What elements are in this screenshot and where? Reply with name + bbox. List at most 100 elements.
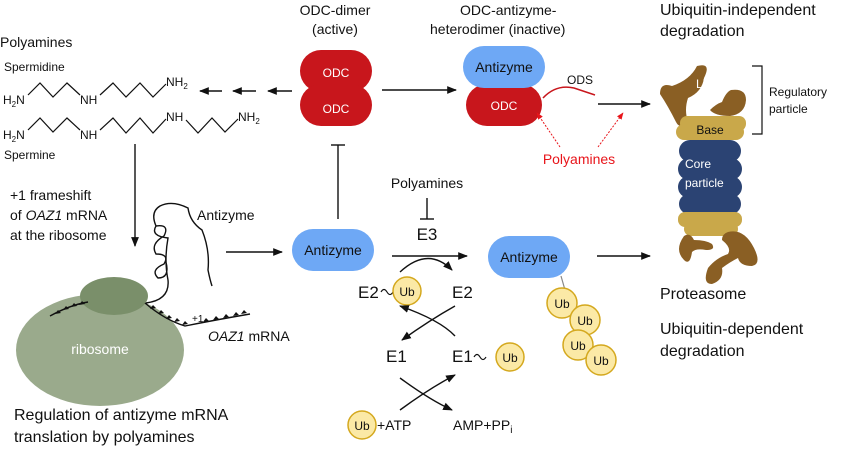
ub-independent-line1: Ubiquitin-independent: [660, 2, 816, 19]
e2-ub-circle: [392, 276, 422, 306]
odc-subunit-top: [300, 50, 372, 92]
core-ring-2: [678, 158, 742, 180]
mrna-right: [144, 302, 251, 327]
poly-ub-3: [562, 329, 594, 361]
ribosome-large-subunit: [16, 294, 184, 406]
heterodimer-odc: [466, 84, 542, 126]
e1-charged-label: E1: [452, 347, 473, 366]
polyamine-arrow-left: [536, 112, 561, 148]
spermidine-h2n: H2N: [3, 93, 25, 109]
spermine-nh-1: NH: [80, 128, 97, 142]
lid-left: [660, 65, 707, 126]
proteasome: Ubiquitin-independent degradation Lid Ba…: [660, 2, 827, 360]
spermine-label: Spermine: [4, 148, 56, 162]
poly-ub-1: [546, 287, 578, 319]
odc-top-label: ODC: [323, 66, 350, 80]
base-label: Base: [696, 123, 724, 137]
poly-ub-chain: Ub Ub Ub Ub: [546, 287, 617, 376]
poly-ub-2-label: Ub: [577, 314, 593, 328]
odc-dimer: ODC-dimer (active) ODC ODC: [300, 2, 372, 126]
polyamines-e3-label: Polyamines: [391, 175, 463, 191]
ubiquitinated-antizyme: Antizyme Ub Ub Ub Ub: [488, 236, 617, 376]
frameshift-line3: at the ribosome: [10, 227, 107, 243]
e2-to-e1-arrow: [401, 305, 456, 341]
free-ub-label: Ub: [354, 419, 370, 433]
ribosome-group: ribosome +1 OAZ1 mRNA Antizyme: [16, 202, 290, 406]
lid-lower-right: [705, 231, 758, 284]
spermine-chain-1: [27, 117, 81, 133]
e2-transfer-arrow: [399, 257, 453, 273]
odc-bottom-label: ODC: [323, 102, 350, 116]
heterodimer-antizyme-label: Antizyme: [475, 59, 533, 75]
e1-free-label: E1: [386, 347, 407, 366]
lid-lower-left: [679, 234, 714, 262]
lid-label: Lid: [696, 77, 712, 91]
translation-caption-line2: translation by polyamines: [14, 429, 195, 446]
e1-ub-label: Ub: [502, 351, 518, 365]
mrna-left: [49, 301, 89, 317]
heterodimer-title-line1: ODC-antizyme-: [460, 2, 557, 18]
e1-to-e2-arrow: [399, 305, 456, 337]
spermine-chain-3: [185, 117, 239, 134]
ubiquitinated-antizyme-body: [488, 236, 570, 278]
ribosome-small-subunit: [80, 277, 148, 315]
base-lower-2: [684, 222, 738, 236]
proteasome-label: Proteasome: [660, 286, 746, 303]
poly-ub-4: [585, 344, 617, 376]
spermine-structure: H2N NH NH NH2: [3, 110, 260, 144]
odc-dimer-title-line2: (active): [312, 21, 358, 37]
frameshift-line1: +1 frameshift: [10, 187, 91, 203]
heterodimer-antizyme: [463, 46, 545, 88]
ub-independent-line2: degradation: [660, 23, 745, 40]
e1-ub-circle: [495, 342, 525, 372]
e2-charged-label: E2: [358, 283, 379, 302]
spermidine-chain-2: [99, 82, 167, 98]
regulatory-label-line2: particle: [769, 102, 808, 116]
polyamines-title: Polyamines: [0, 34, 72, 50]
spermine-nh-2: NH: [166, 110, 183, 124]
e2-thioester-bond: [380, 288, 394, 296]
antizyme-nascent-chain: [145, 202, 213, 304]
e3-label: E3: [417, 225, 438, 244]
spermidine-chain-1: [27, 82, 81, 98]
poly-ub-1-label: Ub: [554, 297, 570, 311]
regulatory-label-line1: Regulatory: [769, 85, 827, 99]
frameshift-line2: of OAZ1 mRNA: [10, 207, 108, 223]
e1-thioester-bond: [473, 353, 487, 361]
base-bottom: [676, 124, 744, 140]
free-antizyme-label: Antizyme: [304, 242, 362, 258]
spermine-nh2: NH2: [238, 110, 260, 126]
plus-atp-label: +ATP: [377, 417, 411, 433]
lid-right: [710, 89, 746, 116]
ub-dependent-line2: degradation: [660, 343, 745, 360]
regulatory-bracket: [752, 65, 763, 135]
core-ring-3: [678, 176, 742, 198]
amp-ppi-label: AMP+PPi: [453, 417, 512, 436]
free-ub-circle: [347, 410, 377, 440]
polyamine-arrow-right: [597, 112, 624, 148]
free-antizyme: [292, 229, 374, 271]
spermidine-nh2: NH2: [166, 75, 188, 91]
plus-one-label: +1: [192, 314, 204, 325]
core-label-line2: particle: [685, 176, 724, 190]
heterodimer: ODC-antizyme- heterodimer (inactive) Ant…: [430, 2, 624, 167]
poly-ub-4-label: Ub: [593, 354, 609, 368]
core-label-line1: Core: [685, 157, 711, 171]
odc-subunit-bottom: [300, 84, 372, 126]
spermine-chain-2: [99, 117, 167, 134]
ods-label: ODS: [567, 73, 593, 87]
e1-to-amp-arrow: [399, 377, 453, 411]
e2-free-label: E2: [452, 283, 473, 302]
e2-ub-label: Ub: [399, 285, 415, 299]
heterodimer-odc-label: ODC: [491, 99, 518, 113]
ods-tail: [542, 86, 596, 99]
core-ring-4: [679, 194, 741, 214]
spermidine-structure: H2N NH NH2: [3, 75, 188, 109]
poly-ub-3-label: Ub: [570, 339, 586, 353]
core-ring-1: [679, 140, 741, 162]
polyamines-panel: Polyamines Spermidine H2N NH NH2 H2N NH …: [0, 34, 260, 162]
ubiquitinated-antizyme-label: Antizyme: [500, 249, 558, 265]
atp-to-e1-arrow: [399, 374, 456, 411]
